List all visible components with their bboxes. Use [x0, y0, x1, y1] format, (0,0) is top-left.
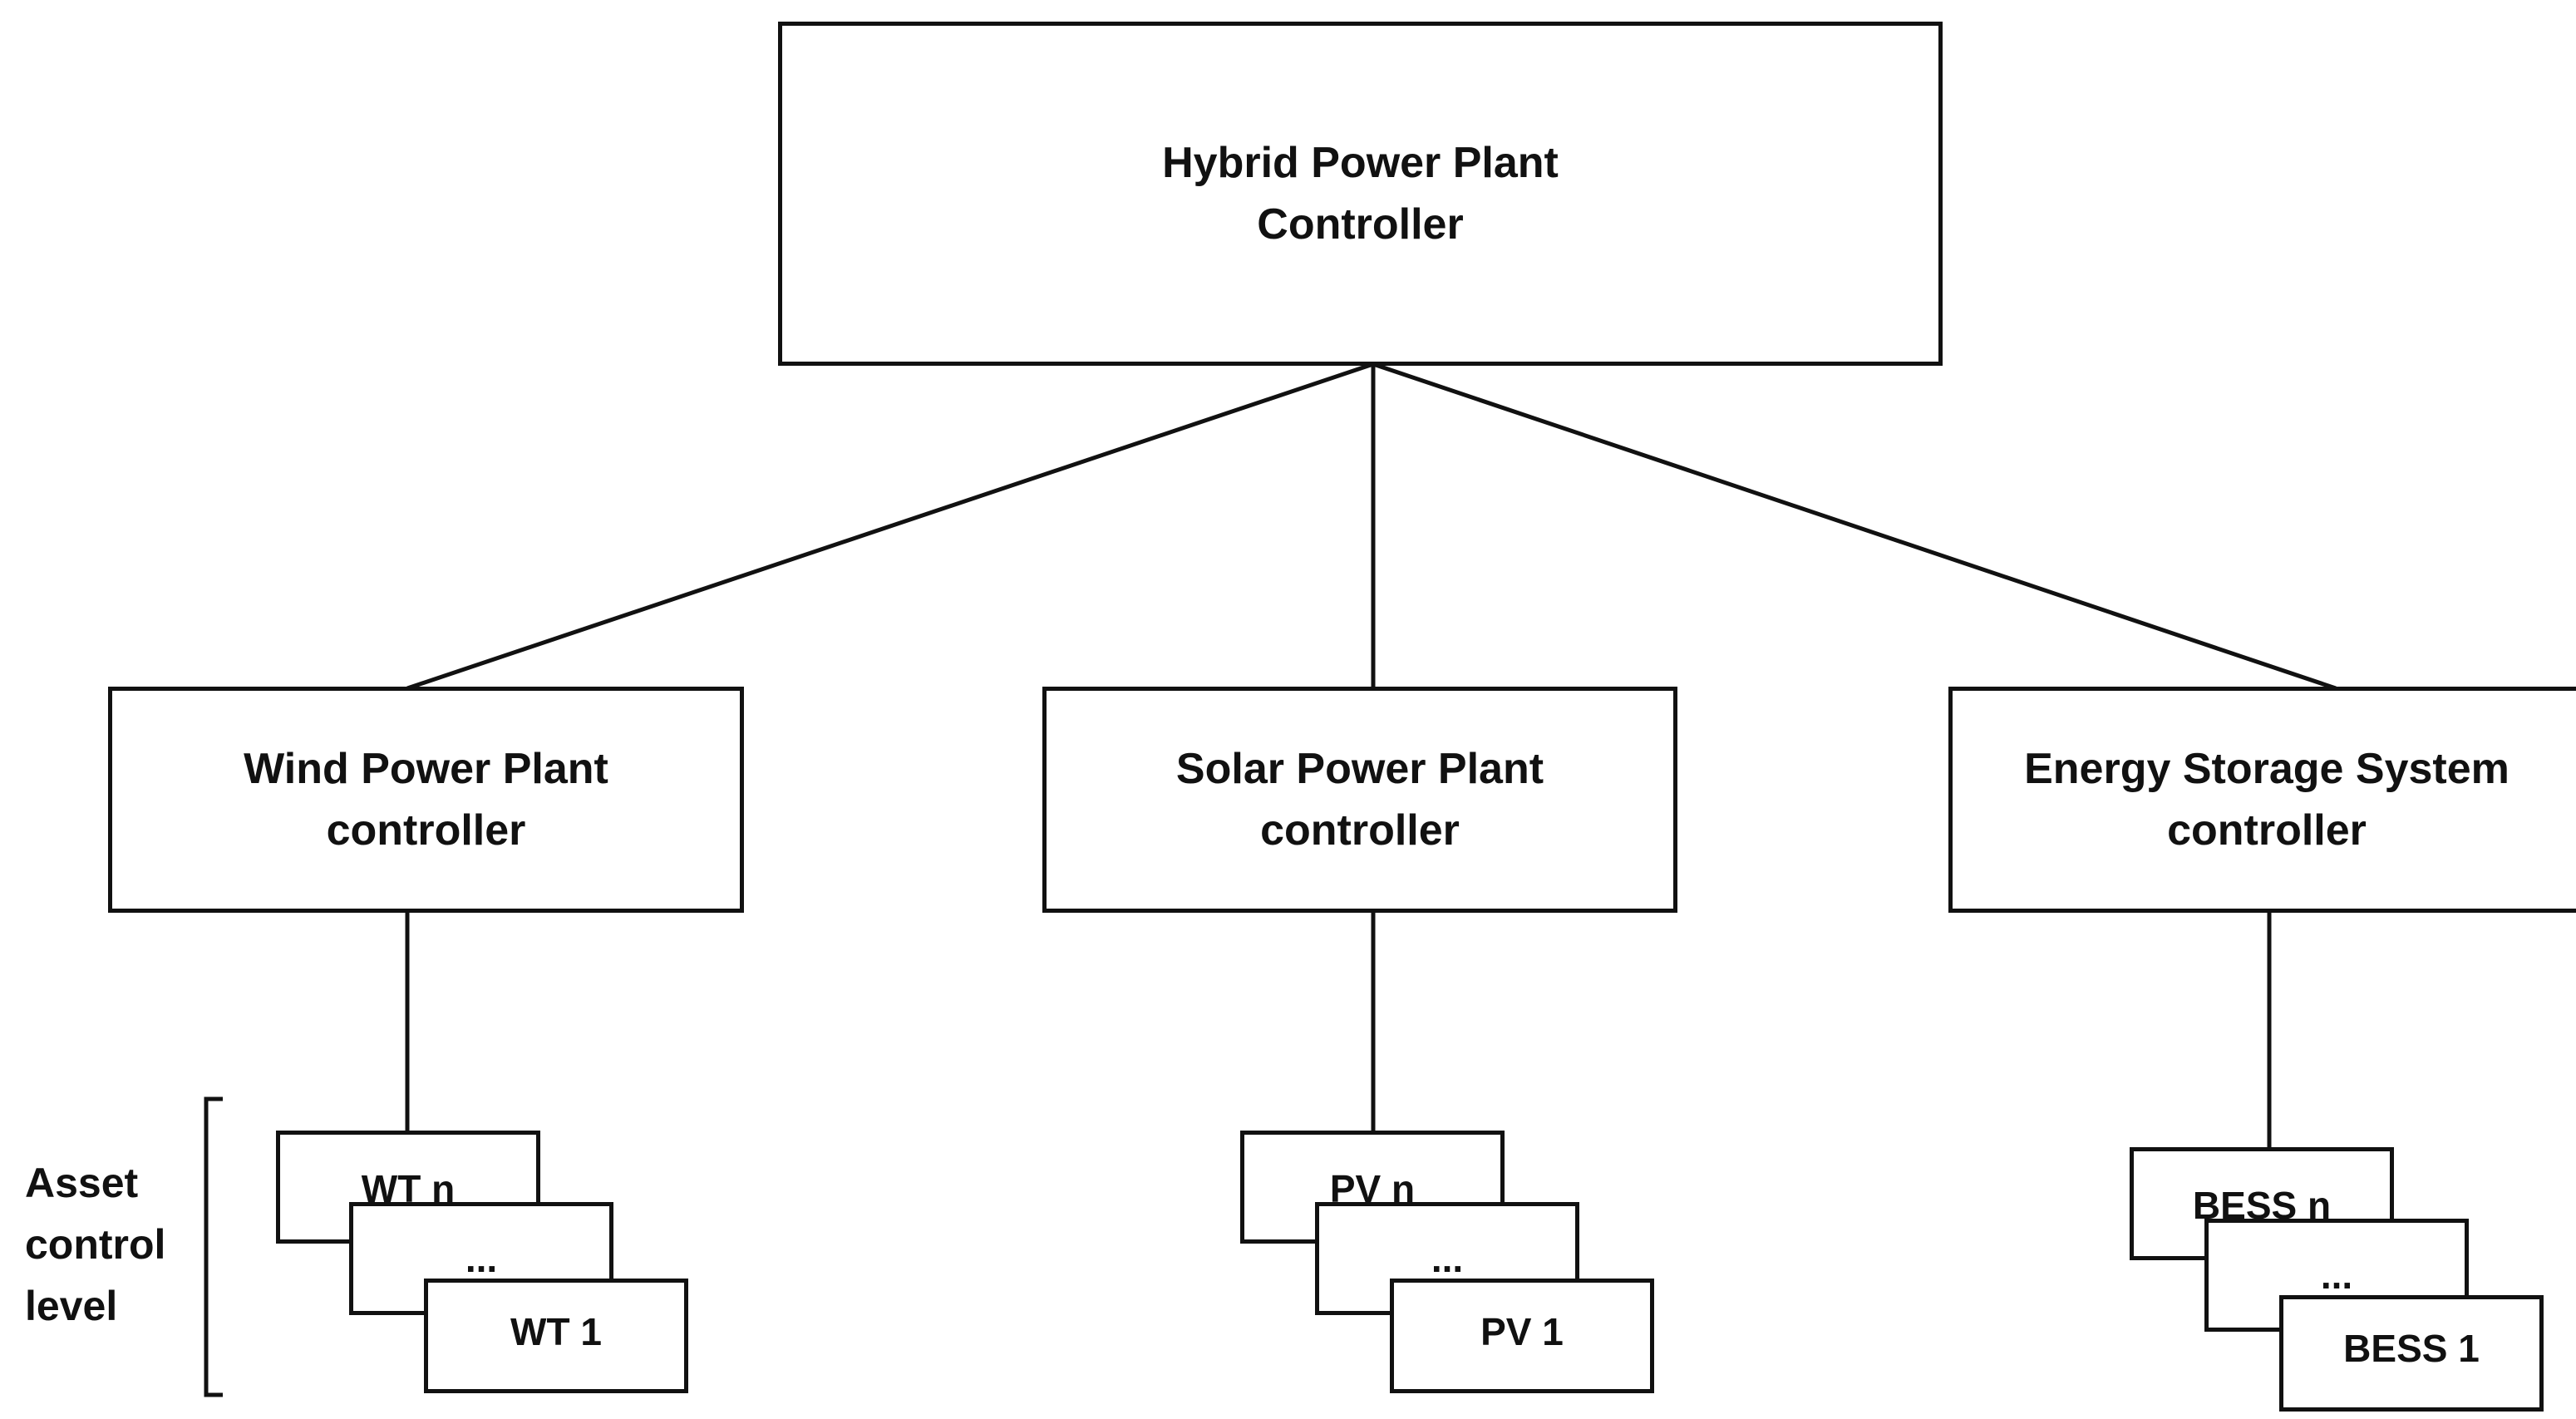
storage-asset-front-box: BESS 1: [2279, 1295, 2544, 1412]
solar-asset-front-box: PV 1: [1390, 1279, 1654, 1393]
storage-asset-middle-label: ...: [2320, 1254, 2353, 1297]
storage-controller-box: Energy Storage System controller: [1948, 687, 2576, 913]
wind-controller-line2: controller: [326, 806, 526, 855]
solar-controller-box: Solar Power Plant controller: [1042, 687, 1677, 913]
asset-control-level-label: Asset control level: [25, 1152, 165, 1337]
solar-controller-line2: controller: [1260, 806, 1460, 855]
asset-control-level-line3: level: [25, 1283, 118, 1329]
asset-control-level-line1: Asset: [25, 1160, 139, 1206]
hybrid-plant-controller-line2: Controller: [1257, 200, 1464, 249]
storage-asset-front-label: BESS 1: [2343, 1327, 2480, 1370]
wind-controller-line1: Wind Power Plant: [244, 745, 608, 793]
storage-controller-line1: Energy Storage System: [2024, 745, 2510, 793]
asset-control-level-line2: control: [25, 1221, 166, 1268]
solar-asset-middle-label: ...: [1431, 1237, 1464, 1280]
connector-top-to-storage: [1372, 362, 2337, 691]
connector-top-to-wind: [406, 362, 1374, 691]
hybrid-plant-controller-box: Hybrid Power Plant Controller: [778, 22, 1943, 366]
wind-controller-box: Wind Power Plant controller: [108, 687, 744, 913]
wind-asset-middle-label: ...: [465, 1237, 498, 1280]
wind-asset-front-label: WT 1: [510, 1310, 602, 1353]
solar-asset-front-label: PV 1: [1480, 1310, 1564, 1353]
storage-controller-line2: controller: [2167, 806, 2367, 855]
solar-controller-line1: Solar Power Plant: [1175, 745, 1544, 793]
asset-level-bracket: [204, 1096, 223, 1397]
wind-asset-front-box: WT 1: [424, 1279, 688, 1393]
hybrid-plant-controller-line1: Hybrid Power Plant: [1162, 139, 1559, 187]
